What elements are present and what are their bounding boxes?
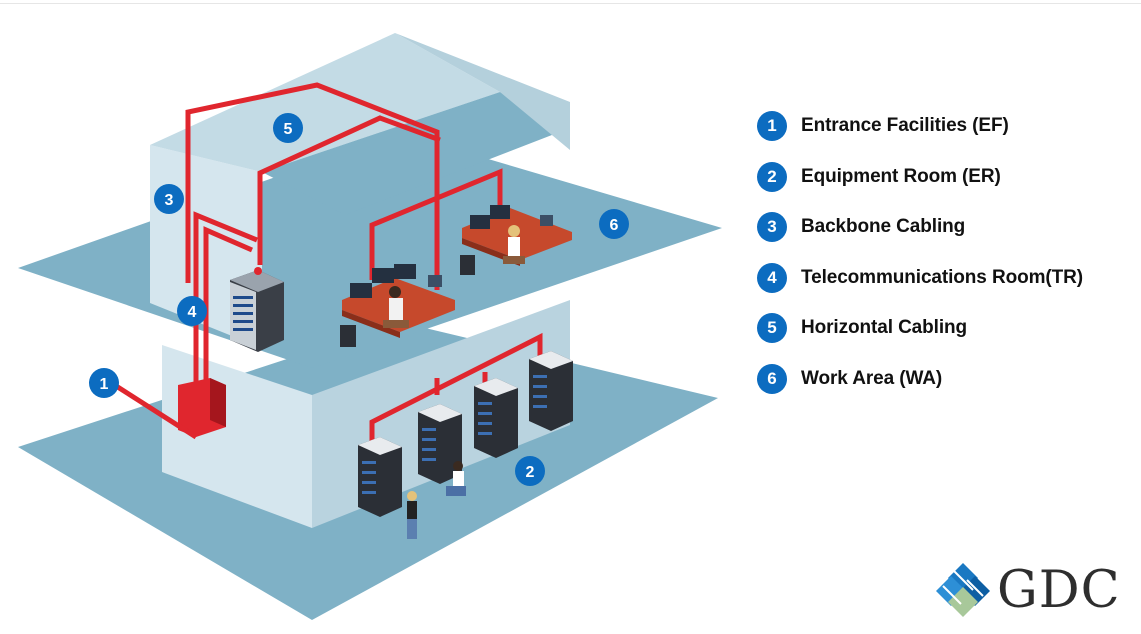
legend-label: Equipment Room (ER) bbox=[801, 165, 1001, 187]
marker-2[interactable]: 2 bbox=[515, 456, 545, 486]
legend: 1 Entrance Facilities (EF) 2 Equipment R… bbox=[757, 110, 1137, 414]
legend-number-badge: 6 bbox=[757, 363, 787, 394]
legend-item-entrance-facilities[interactable]: 1 Entrance Facilities (EF) bbox=[757, 110, 1137, 142]
marker-1[interactable]: 1 bbox=[89, 368, 119, 398]
marker-5-number: 5 bbox=[284, 121, 293, 138]
marker-6-number: 6 bbox=[610, 217, 619, 234]
marker-3[interactable]: 3 bbox=[154, 184, 184, 214]
logo-text: GDC bbox=[997, 561, 1121, 620]
marker-4-number: 4 bbox=[188, 304, 197, 321]
legend-label: Horizontal Cabling bbox=[801, 317, 968, 339]
legend-number-badge: 1 bbox=[757, 111, 787, 141]
upper-back-wall bbox=[150, 33, 500, 172]
top-divider bbox=[0, 3, 1141, 4]
workstation-right bbox=[460, 205, 572, 275]
legend-item-backbone-cabling[interactable]: 3 Backbone Cabling bbox=[757, 211, 1137, 243]
horizontal-cable bbox=[185, 82, 503, 290]
entrance-cable bbox=[111, 381, 198, 440]
legend-label: Backbone Cabling bbox=[801, 216, 966, 238]
legend-number-badge: 4 bbox=[757, 262, 787, 293]
upper-inner-floor bbox=[262, 92, 570, 215]
marker-6[interactable]: 6 bbox=[599, 209, 629, 239]
legend-label: Work Area (WA) bbox=[801, 367, 943, 389]
upper-right-wall bbox=[395, 33, 570, 150]
legend-number-badge: 2 bbox=[757, 161, 787, 192]
legend-label: Entrance Facilities (EF) bbox=[801, 115, 1009, 136]
marker-3-number: 3 bbox=[165, 192, 174, 209]
backbone-cable bbox=[193, 211, 258, 390]
legend-item-telecommunications-room[interactable]: 4 Telecommunications Room(TR) bbox=[757, 262, 1137, 294]
marker-5[interactable]: 5 bbox=[273, 113, 303, 143]
marker-4[interactable]: 4 bbox=[177, 296, 207, 326]
legend-item-equipment-room[interactable]: 2 Equipment Room (ER) bbox=[757, 161, 1137, 193]
gdc-logo: GDC bbox=[933, 560, 1128, 620]
er-racks bbox=[358, 351, 573, 539]
workstation-left bbox=[340, 264, 455, 347]
marker-1-number: 1 bbox=[100, 376, 109, 393]
legend-item-horizontal-cabling[interactable]: 5 Horizontal Cabling bbox=[757, 312, 1137, 344]
legend-label: Telecommunications Room(TR) bbox=[801, 266, 1083, 288]
legend-item-work-area[interactable]: 6 Work Area (WA) bbox=[757, 363, 1137, 395]
legend-number-badge: 5 bbox=[757, 313, 787, 344]
tr-rack bbox=[230, 267, 284, 352]
marker-2-number: 2 bbox=[526, 464, 535, 481]
gdc-logo-mark-icon bbox=[936, 563, 990, 617]
legend-number-badge: 3 bbox=[757, 212, 787, 243]
